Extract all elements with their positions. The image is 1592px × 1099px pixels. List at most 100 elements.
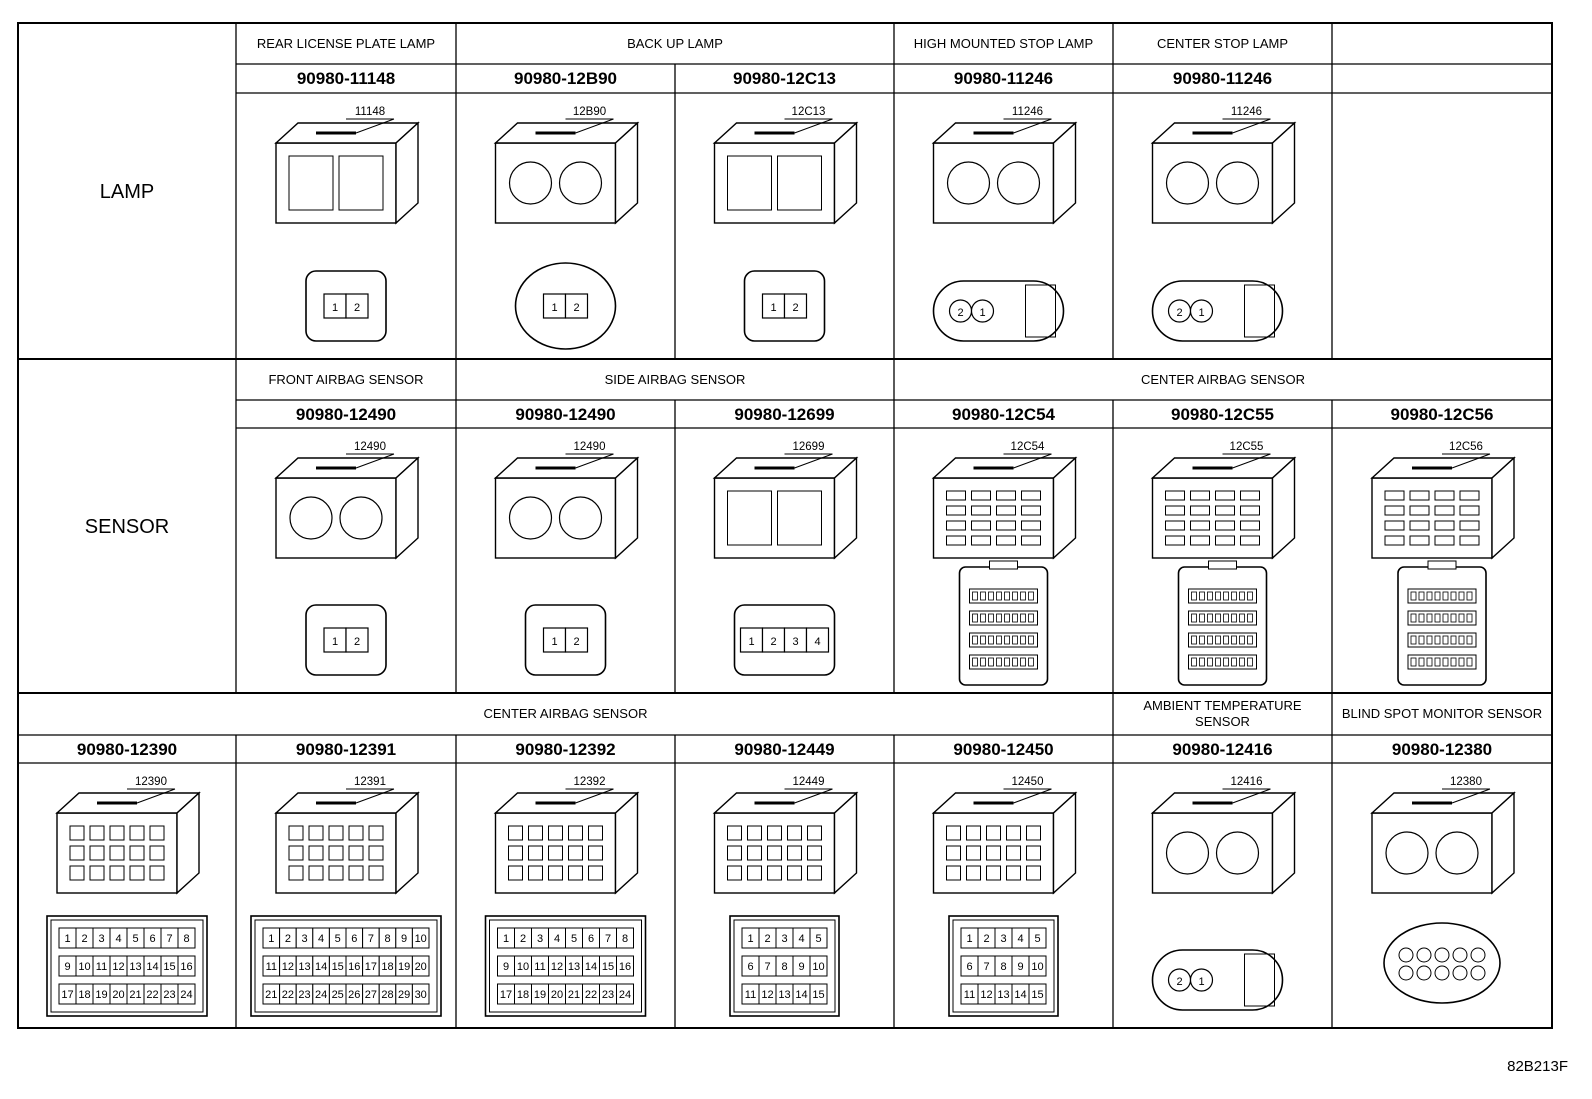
terminal-cavity: [1459, 505, 1480, 516]
leader-line: [355, 788, 395, 804]
leader-line: [1232, 118, 1271, 134]
pin-number: 3: [1000, 933, 1006, 945]
terminal-cavity: [149, 845, 165, 861]
terminal-cavity: [109, 845, 125, 861]
terminal-cavity: [996, 490, 1016, 501]
connector-housing-sketch: 11246: [1150, 106, 1297, 225]
terminal-cavity: [966, 845, 981, 861]
terminal-cavity: [807, 845, 822, 861]
pin-slot: [1418, 657, 1425, 667]
pin-number: 2: [285, 933, 291, 945]
pin-slot: [972, 657, 978, 667]
pin-slot: [1239, 635, 1245, 645]
terminal-cavity: [548, 865, 563, 881]
connector-id-label: 12699: [793, 441, 825, 453]
pin-slot: [980, 591, 986, 601]
terminal-cavity: [109, 825, 125, 841]
leader-line: [575, 118, 614, 134]
pin-number: 1: [747, 933, 753, 945]
terminal-cavity: [588, 825, 603, 841]
pin-cell: [345, 293, 369, 319]
pin-slot: [1223, 591, 1229, 601]
terminal-cavity: [508, 161, 553, 205]
pin-number: 16: [348, 961, 360, 973]
housing-side: [1491, 456, 1515, 560]
part-number: 90980-12490: [515, 405, 615, 424]
pin-number: 21: [265, 989, 277, 1001]
terminal-cavity: [149, 825, 165, 841]
terminal-cavity: [986, 845, 1001, 861]
pin-number: 7: [368, 933, 374, 945]
pin-slot: [1012, 613, 1018, 623]
pin-number: 10: [517, 961, 529, 973]
terminal-cavity: [1384, 505, 1405, 516]
pin-slot: [1231, 591, 1237, 601]
pin-number: 16: [180, 961, 192, 973]
pin-cell: [564, 293, 589, 319]
pin-number: 4: [318, 933, 324, 945]
terminal-cavity: [1240, 535, 1260, 546]
pin-cell: [411, 927, 430, 949]
terminal-cavity: [1021, 490, 1041, 501]
part-number: 90980-11246: [1173, 69, 1272, 88]
pin-number: 18: [78, 989, 90, 1001]
face-outline: [1383, 922, 1501, 1004]
terminal-cavity: [971, 490, 991, 501]
connector-housing-sketch: 12699: [712, 441, 859, 560]
housing-side: [614, 121, 639, 225]
pin-slot: [988, 657, 994, 667]
face-inner: [733, 919, 836, 1013]
pin-number: 2: [1176, 976, 1182, 988]
pin-number: 19: [398, 961, 410, 973]
terminal-cavity: [946, 520, 966, 531]
terminal-cavity: [558, 496, 603, 540]
pin-number: 1: [268, 933, 274, 945]
pin-number: 18: [517, 989, 529, 1001]
pin-slot: [988, 613, 994, 623]
pin-number: 24: [619, 989, 631, 1001]
pin-slot: [1442, 635, 1449, 645]
connector-housing-sketch: 12C56: [1370, 441, 1516, 560]
terminal-cavity: [1409, 490, 1430, 501]
terminal-cavity: [946, 505, 966, 516]
pin-number: 25: [332, 989, 344, 1001]
pin-number: 9: [1017, 961, 1023, 973]
pin-number: 5: [335, 933, 341, 945]
terminal-cavity: [946, 535, 966, 546]
pin-number: 12: [980, 989, 992, 1001]
pin-slot: [1410, 591, 1417, 601]
leader-line: [1013, 788, 1052, 804]
group-title: SENSOR: [1195, 714, 1250, 729]
part-number: 90980-12416: [1172, 740, 1272, 759]
group-title: BACK UP LAMP: [627, 36, 723, 51]
lock-tab: [1208, 560, 1237, 570]
face-inner: [952, 919, 1055, 1013]
pin-number: 27: [365, 989, 377, 1001]
pin-slot: [972, 635, 978, 645]
terminal-cavity: [727, 825, 742, 841]
part-number: 90980-12391: [296, 740, 396, 759]
pin-cell: [809, 927, 828, 949]
pin-slot: [1410, 635, 1417, 645]
housing-side: [614, 791, 639, 895]
pin-number: 2: [1176, 307, 1182, 319]
leader-line: [1013, 453, 1052, 469]
housing-side: [833, 121, 858, 225]
pin-cell: [809, 955, 828, 977]
terminal-cavity: [288, 825, 304, 841]
pin-slot: [1223, 657, 1229, 667]
terminal-cavity: [971, 535, 991, 546]
pin-face-view: [958, 560, 1049, 686]
part-number: 90980-12C13: [733, 69, 836, 88]
pin-slot: [1215, 657, 1221, 667]
terminal-cavity: [946, 161, 991, 205]
terminal-cavity: [996, 161, 1041, 205]
pin-number: 15: [332, 961, 344, 973]
